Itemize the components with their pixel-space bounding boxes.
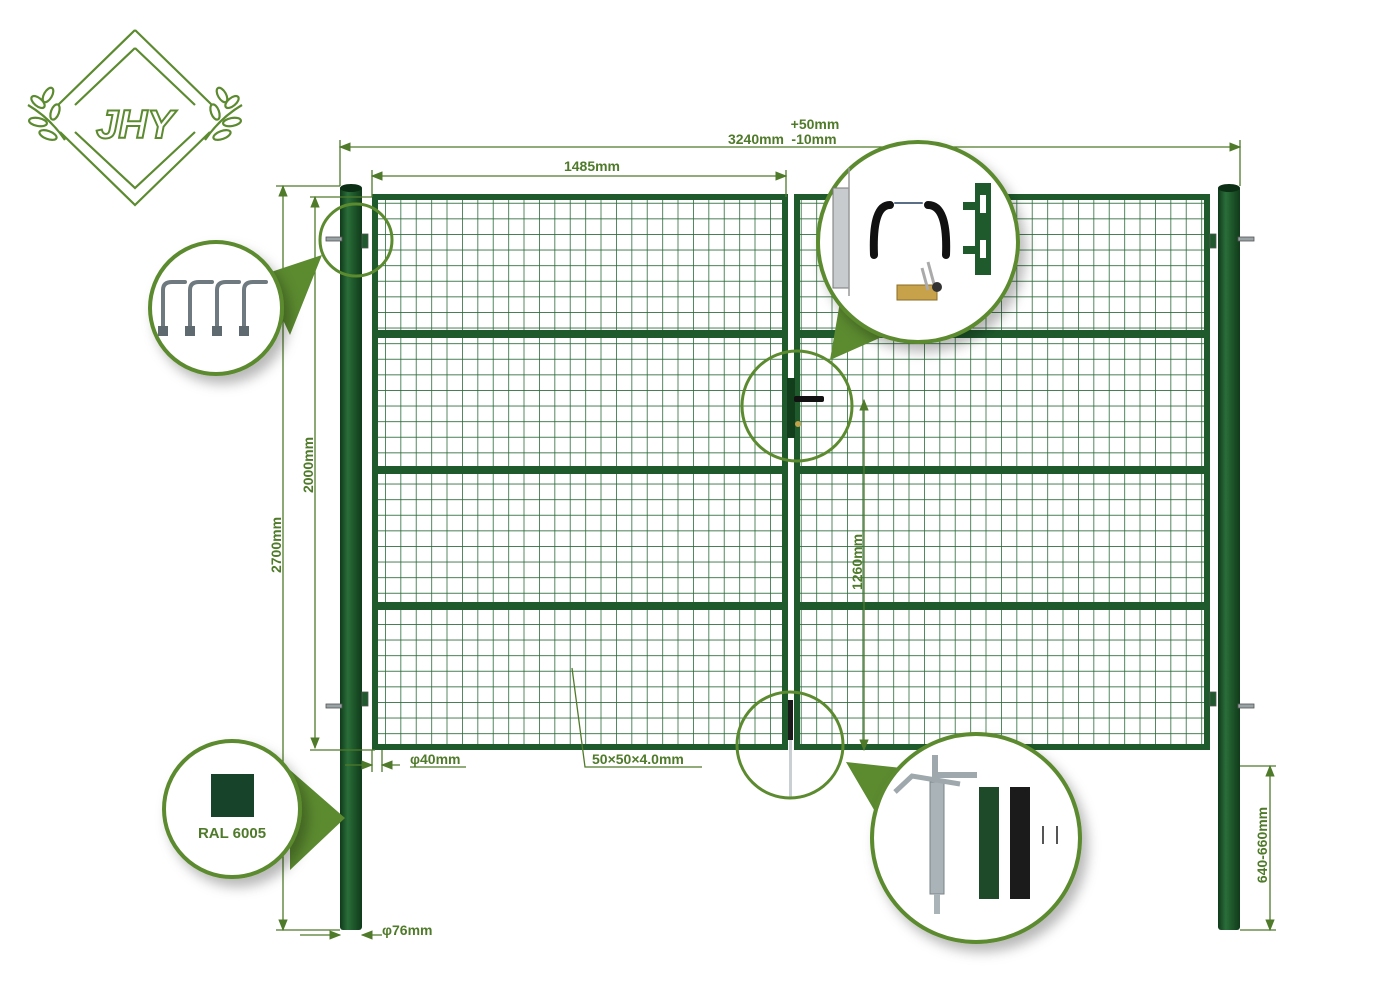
callout-ground-bolt: [846, 732, 1082, 944]
ral-label: RAL 6005: [198, 825, 266, 842]
lock-height-label: 1260mm: [849, 534, 865, 590]
left-gate-leaf: [372, 194, 788, 750]
gate-lock-handle: [787, 378, 824, 438]
hinge-bolt-icon: [161, 280, 268, 332]
laurel-right-icon: [204, 86, 243, 141]
black-plate-icon: [1010, 787, 1030, 899]
post-diameter-label: φ76mm: [382, 922, 432, 938]
left-post: [340, 184, 362, 930]
green-plate-icon: [979, 787, 999, 899]
gate-height-label: 2000mm: [300, 437, 316, 493]
mesh-size-label: 50×50×4.0mm: [592, 751, 684, 767]
post-height-label: 2700mm: [268, 517, 284, 573]
ral-color-swatch: [211, 774, 254, 817]
dimension-labels: +50mm 3240mm -10mm 1485mm 2700mm 2000mm …: [268, 116, 1270, 938]
logo-text: JHY: [96, 103, 177, 147]
leaf-width-label: 1485mm: [564, 158, 620, 174]
laurel-left-icon: [27, 86, 66, 141]
detail-rings: [318, 202, 854, 800]
right-post: [1218, 184, 1240, 930]
lock-cylinder-icon: [896, 261, 942, 301]
callout-lock-set: [816, 140, 1020, 360]
callout-hinge-bolts: [148, 240, 322, 376]
brand-logo: JHY: [27, 29, 243, 207]
drop-bolt-icon: [893, 755, 977, 914]
callout-color: RAL 6005: [162, 739, 345, 879]
door-handles-icon: [869, 201, 951, 259]
overall-width-tolerance-plus: +50mm: [791, 116, 840, 132]
mortise-lock-icon: [832, 168, 850, 296]
overall-width: 3240mm: [728, 131, 784, 147]
overall-width-tolerance-minus: -10mm: [791, 131, 836, 147]
hinge-icon: [325, 233, 1255, 709]
strike-plate-icon: [963, 183, 991, 275]
embed-depth-label: 640-660mm: [1254, 807, 1270, 883]
drop-bolt: [788, 700, 793, 798]
frame-tube-label: φ40mm: [410, 751, 460, 767]
screws-icon: [1042, 826, 1058, 844]
